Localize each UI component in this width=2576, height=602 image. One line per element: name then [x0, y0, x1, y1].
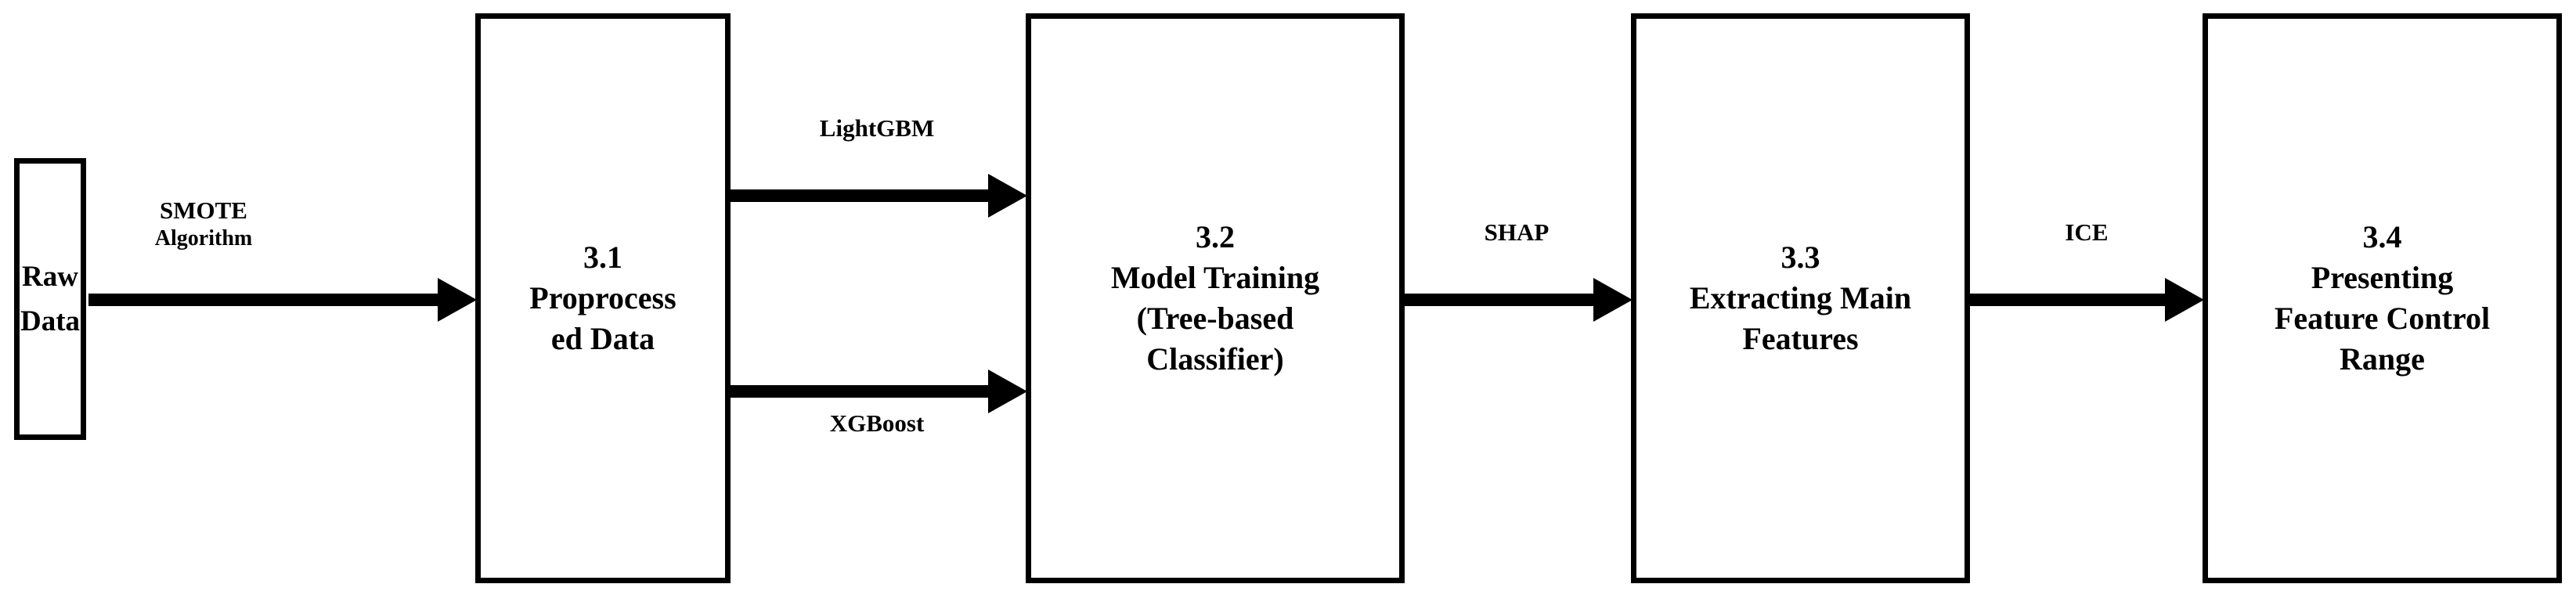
node-model-training-line-3: (Tree-based — [1136, 301, 1294, 336]
arrow-lightgbm — [729, 174, 1027, 218]
arrow-smote-shaft — [88, 294, 441, 306]
node-preprocessed-data-line-2: Proprocess — [529, 280, 676, 315]
node-raw-data-line-2: Data — [20, 305, 81, 337]
node-model-training-line-4: Classifier) — [1146, 341, 1284, 377]
arrow-xgboost-head — [988, 369, 1027, 413]
node-extracting-main-features[interactable]: 3.3 Extracting Main Features — [1631, 13, 1970, 583]
node-extracting-main-features-line-1: 3.3 — [1780, 240, 1820, 275]
arrow-smote-head — [438, 278, 477, 322]
node-model-training-line-2: Model Training — [1110, 260, 1320, 295]
node-raw-data-line-1: Raw — [22, 260, 78, 293]
edge-label-ice: ICE — [2065, 218, 2109, 246]
arrow-ice-head — [2165, 278, 2204, 322]
node-preprocessed-data-line-3: ed Data — [550, 321, 655, 356]
node-presenting-feature-control-range-line-1: 3.4 — [2362, 219, 2402, 254]
node-model-training[interactable]: 3.2 Model Training (Tree-based Classifie… — [1026, 13, 1405, 583]
arrow-ice — [1968, 278, 2204, 322]
node-extracting-main-features-line-3: Features — [1742, 321, 1859, 356]
node-extracting-main-features-line-2: Extracting Main — [1689, 280, 1912, 315]
node-raw-data[interactable]: Raw Data — [14, 158, 86, 440]
arrow-ice-shaft — [1968, 294, 2167, 306]
node-presenting-feature-control-range-line-4: Range — [2340, 341, 2425, 377]
arrow-shap — [1403, 278, 1633, 322]
arrow-xgboost-shaft — [729, 385, 990, 398]
arrow-xgboost — [729, 369, 1027, 413]
node-presenting-feature-control-range-line-3: Feature Control — [2274, 301, 2491, 336]
node-preprocessed-data-line-1: 3.1 — [583, 240, 622, 275]
edge-label-smote: SMOTE Algorithm — [102, 196, 305, 252]
edge-label-smote-line-2: Algorithm — [154, 225, 253, 251]
edge-label-shap: SHAP — [1484, 218, 1550, 246]
arrow-lightgbm-shaft — [729, 189, 990, 202]
arrow-shap-head — [1593, 278, 1633, 322]
edge-label-smote-line-1: SMOTE — [160, 196, 247, 224]
arrow-shap-shaft — [1403, 294, 1595, 306]
node-preprocessed-data[interactable]: 3.1 Proprocess ed Data — [475, 13, 731, 583]
edge-label-lightgbm: LightGBM — [819, 114, 935, 142]
edge-label-xgboost: XGBoost — [829, 409, 925, 437]
node-presenting-feature-control-range[interactable]: 3.4 Presenting Feature Control Range — [2203, 13, 2562, 583]
arrow-lightgbm-head — [988, 174, 1027, 218]
arrow-smote — [88, 278, 477, 322]
node-presenting-feature-control-range-line-2: Presenting — [2311, 260, 2454, 295]
node-model-training-line-1: 3.2 — [1196, 219, 1235, 254]
